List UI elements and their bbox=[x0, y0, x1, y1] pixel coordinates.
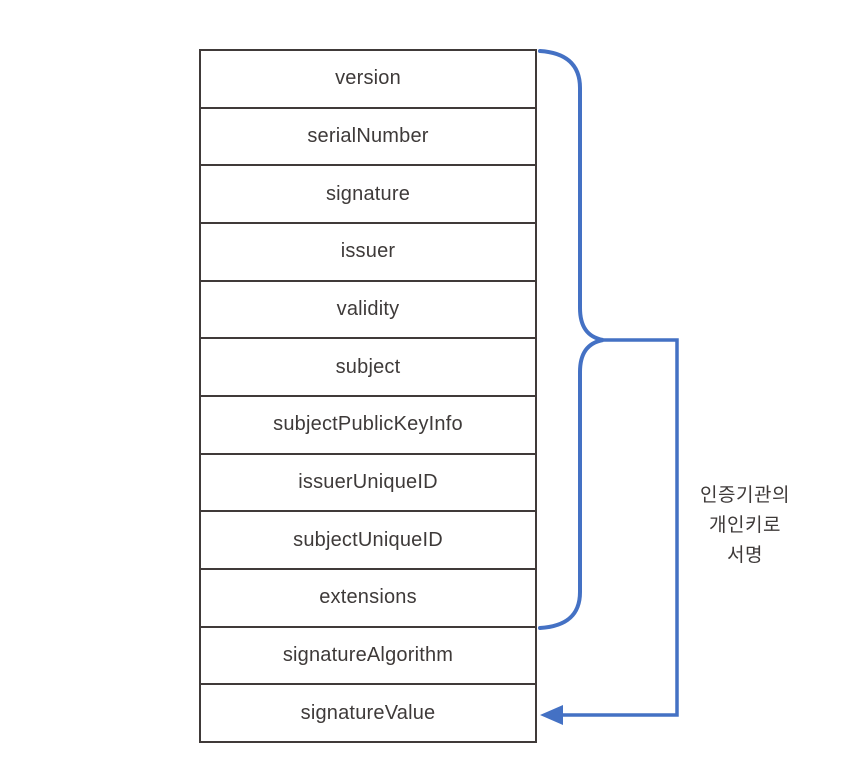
field-label: validity bbox=[336, 298, 400, 321]
field-row-signatureAlgorithm: signatureAlgorithm bbox=[201, 625, 535, 684]
field-label: serialNumber bbox=[307, 125, 429, 147]
annotation-line-1: 인증기관의 bbox=[700, 485, 790, 506]
field-label: issuer bbox=[340, 240, 396, 263]
field-label: subject bbox=[335, 355, 401, 378]
annotation-line-2: 개인키로 bbox=[709, 515, 781, 536]
certificate-fields-table: version serialNumber signature issuer validi… bbox=[199, 49, 537, 743]
field-row-extensions: extensions bbox=[201, 568, 535, 626]
signing-scope-brace-icon bbox=[538, 49, 604, 630]
field-row-version: version bbox=[201, 51, 535, 107]
field-row-subjectPublicKeyInfo: subjectPublicKeyInfo bbox=[201, 395, 535, 453]
annotation-line-3: 서명 bbox=[727, 545, 763, 566]
field-label: version bbox=[335, 67, 401, 90]
field-label: subjectUniqueID bbox=[293, 528, 443, 551]
field-label: issuerUniqueID bbox=[298, 471, 438, 494]
field-row-subject: subject bbox=[201, 337, 535, 395]
field-row-signatureValue: signatureValue bbox=[201, 683, 535, 741]
field-row-serialNumber: serialNumber bbox=[201, 106, 535, 165]
signing-annotation-label: 인증기관의 개인키로 서명 bbox=[680, 481, 810, 571]
field-row-issuer: issuer bbox=[201, 222, 535, 280]
field-row-subjectUniqueID: subjectUniqueID bbox=[201, 510, 535, 568]
field-row-issuerUniqueID: issuerUniqueID bbox=[201, 452, 535, 511]
field-label: signatureAlgorithm bbox=[282, 644, 454, 667]
field-label: signatureValue bbox=[300, 701, 436, 724]
field-label: subjectPublicKeyInfo bbox=[273, 413, 463, 436]
signature-arrowhead-icon bbox=[540, 705, 563, 725]
field-row-validity: validity bbox=[201, 279, 535, 338]
signature-connector-line bbox=[560, 338, 679, 717]
field-row-signature: signature bbox=[201, 164, 535, 222]
field-label: signature bbox=[325, 182, 411, 205]
field-label: extensions bbox=[319, 586, 417, 609]
